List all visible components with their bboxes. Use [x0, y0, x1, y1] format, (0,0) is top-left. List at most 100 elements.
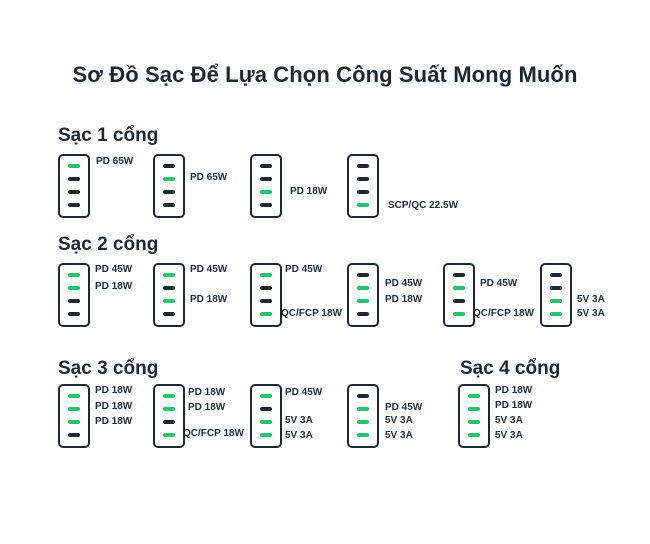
active-port: [260, 312, 272, 316]
inactive-port: [260, 286, 272, 290]
section-heading: Sạc 4 cổng: [460, 358, 561, 379]
port-output-label: PD 65W: [96, 156, 134, 167]
charger-icon: [250, 263, 282, 327]
inactive-port: [163, 312, 175, 316]
active-port: [260, 433, 272, 437]
port-output-label: 5V 3A: [285, 415, 313, 426]
active-port: [163, 433, 175, 437]
active-port: [260, 273, 272, 277]
inactive-port: [550, 286, 562, 290]
port-output-label: PD 18W: [95, 401, 133, 412]
active-port: [468, 407, 480, 411]
active-port: [68, 286, 80, 290]
inactive-port: [68, 177, 80, 181]
active-port: [550, 312, 562, 316]
inactive-port: [260, 299, 272, 303]
active-port: [357, 407, 369, 411]
port-output-label: PD 18W: [495, 385, 533, 396]
charger-icon: [540, 263, 572, 327]
port-output-label: PD 18W: [95, 416, 133, 427]
port-output-label: 5V 3A: [385, 415, 413, 426]
port-output-label: PD 45W: [190, 264, 228, 275]
inactive-port: [357, 394, 369, 398]
port-output-label: 5V 3A: [495, 430, 523, 441]
port-output-label: PD 45W: [385, 278, 423, 289]
active-port: [453, 312, 465, 316]
port-output-label: PD 18W: [188, 402, 226, 413]
inactive-port: [68, 312, 80, 316]
active-port: [357, 433, 369, 437]
port-output-label: QC/FCP 18W: [473, 308, 534, 319]
inactive-port: [68, 190, 80, 194]
inactive-port: [163, 190, 175, 194]
port-output-label: 5V 3A: [577, 308, 605, 319]
active-port: [163, 394, 175, 398]
port-output-label: SCP/QC 22.5W: [388, 200, 459, 211]
inactive-port: [357, 190, 369, 194]
active-port: [357, 203, 369, 207]
inactive-port: [260, 203, 272, 207]
active-port: [163, 273, 175, 277]
inactive-port: [163, 203, 175, 207]
active-port: [260, 190, 272, 194]
port-output-label: 5V 3A: [285, 430, 313, 441]
port-output-label: PD 18W: [188, 387, 226, 398]
active-port: [550, 299, 562, 303]
active-port: [468, 394, 480, 398]
port-output-label: PD 65W: [190, 172, 228, 183]
active-port: [68, 394, 80, 398]
port-output-label: PD 18W: [290, 186, 328, 197]
charger-icon: [458, 384, 490, 448]
charger-icon: [250, 384, 282, 448]
active-port: [68, 164, 80, 168]
charger-icon: [58, 263, 90, 327]
port-output-label: PD 18W: [95, 281, 133, 292]
port-output-label: PD 45W: [285, 264, 323, 275]
charger-icon: [250, 154, 282, 218]
inactive-port: [163, 286, 175, 290]
inactive-port: [357, 164, 369, 168]
active-port: [68, 420, 80, 424]
active-port: [357, 286, 369, 290]
inactive-port: [68, 203, 80, 207]
port-output-label: PD 18W: [495, 400, 533, 411]
charger-icon: [58, 384, 90, 448]
inactive-port: [357, 273, 369, 277]
port-output-label: PD 18W: [190, 294, 228, 305]
inactive-port: [68, 299, 80, 303]
inactive-port: [163, 420, 175, 424]
charger-icon: [153, 154, 185, 218]
inactive-port: [453, 299, 465, 303]
inactive-port: [357, 312, 369, 316]
section-heading: Sạc 1 cổng: [58, 125, 159, 146]
active-port: [163, 177, 175, 181]
active-port: [260, 420, 272, 424]
port-output-label: 5V 3A: [495, 415, 523, 426]
diagram-title: Sơ Đồ Sạc Để Lựa Chọn Công Suất Mong Muố…: [72, 62, 578, 87]
active-port: [357, 299, 369, 303]
inactive-port: [453, 273, 465, 277]
active-port: [163, 407, 175, 411]
inactive-port: [260, 177, 272, 181]
inactive-port: [163, 164, 175, 168]
port-output-label: QC/FCP 18W: [183, 428, 244, 439]
port-output-label: 5V 3A: [385, 430, 413, 441]
charger-icon: [347, 263, 379, 327]
port-output-label: PD 45W: [95, 264, 133, 275]
charger-icon: [153, 263, 185, 327]
inactive-port: [357, 177, 369, 181]
inactive-port: [260, 164, 272, 168]
active-port: [357, 420, 369, 424]
port-output-label: 5V 3A: [577, 294, 605, 305]
active-port: [453, 286, 465, 290]
charger-icon: [347, 154, 379, 218]
charger-icon: [58, 154, 90, 218]
active-port: [260, 394, 272, 398]
port-output-label: PD 45W: [480, 278, 518, 289]
active-port: [163, 299, 175, 303]
port-output-label: QC/FCP 18W: [281, 308, 342, 319]
section-heading: Sạc 3 cổng: [58, 358, 159, 379]
inactive-port: [550, 273, 562, 277]
active-port: [68, 273, 80, 277]
inactive-port: [68, 433, 80, 437]
